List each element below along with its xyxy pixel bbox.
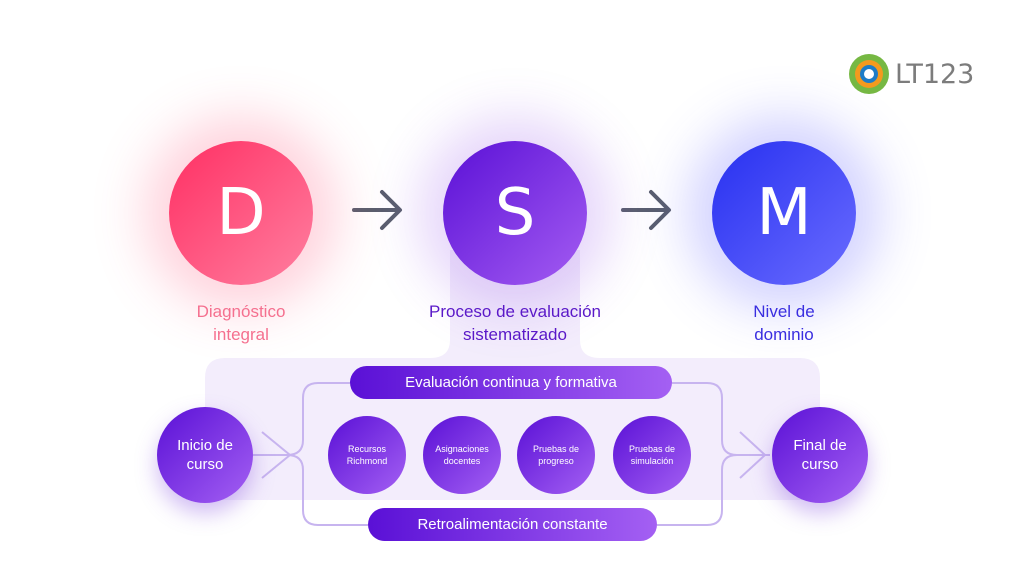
stage-s-circle: S	[443, 141, 587, 285]
item-circle-pruebas-simulacion: Pruebas de simulación	[613, 416, 691, 494]
logo-rings-icon	[849, 54, 889, 94]
label-line: progreso	[538, 456, 574, 466]
arrow-s-to-m	[621, 190, 671, 230]
label-line: Final de	[793, 437, 847, 454]
label-line: Pruebas de	[628, 444, 676, 454]
label-line: docentes	[443, 456, 481, 466]
logo-text: LT123	[895, 58, 975, 90]
stage-m-circle: M	[712, 141, 856, 285]
label-line: simulación	[630, 456, 674, 466]
logo: LT123	[848, 53, 974, 95]
stage-d-label: Diagnóstico integral	[121, 300, 361, 346]
label-line: Nivel de	[753, 302, 815, 321]
label-line: Richmond	[346, 456, 388, 466]
label-line: Pruebas de	[532, 444, 580, 454]
label-line: curso	[186, 456, 224, 473]
bottom-bar-retroalimentacion: Retroalimentación constante	[368, 508, 657, 541]
label-line: Proceso de evaluación	[428, 302, 601, 321]
flow-lines	[253, 382, 770, 526]
label-line: integral	[213, 325, 269, 344]
stage-d-circle: D	[169, 141, 313, 285]
end-circle: Final de curso	[772, 407, 868, 503]
label-line: dominio	[754, 325, 814, 344]
item-circle-pruebas-progreso: Pruebas de progreso	[517, 416, 595, 494]
label-line: Recursos	[347, 444, 386, 454]
arrow-d-to-s	[352, 190, 402, 230]
label-line: Asignaciones	[435, 444, 489, 454]
top-bar-evaluacion: Evaluación continua y formativa	[350, 366, 672, 399]
stage-m-label: Nivel de dominio	[664, 300, 904, 346]
label-line: sistematizado	[463, 325, 567, 344]
stage-s-label: Proceso de evaluación sistematizado	[395, 300, 635, 346]
label-line: Inicio de	[177, 437, 233, 454]
start-circle: Inicio de curso	[157, 407, 253, 503]
label-line: curso	[801, 456, 839, 473]
label-line: Diagnóstico	[196, 302, 286, 321]
item-circle-asignaciones: Asignaciones docentes	[423, 416, 501, 494]
